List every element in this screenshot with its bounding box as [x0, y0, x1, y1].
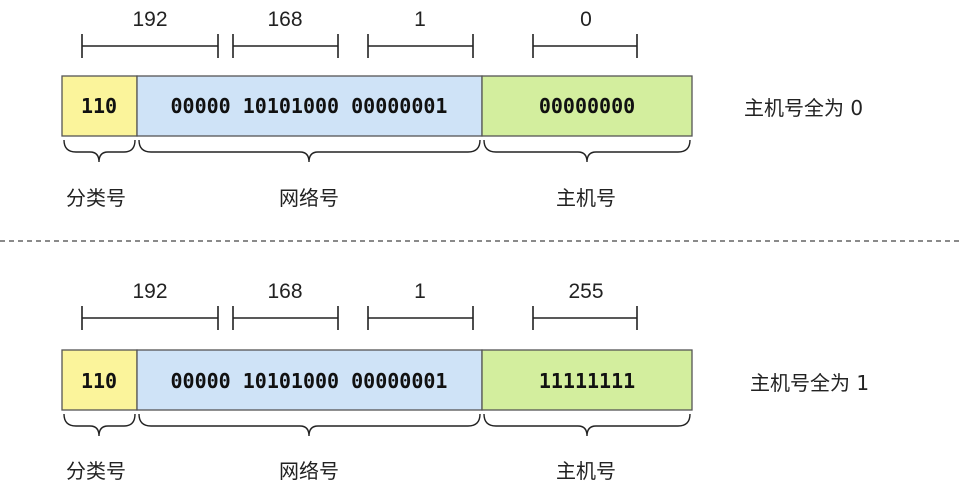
host-bits-cell: [481, 75, 693, 137]
network-bits-cell: [136, 75, 483, 137]
octet-label: 192: [132, 280, 167, 303]
class-bits-cell: [61, 349, 138, 411]
octet-label: 0: [580, 8, 592, 31]
host-bits: 11111111: [539, 369, 635, 393]
host-bits: 00000000: [539, 94, 635, 118]
octet-dimension-1: 1: [367, 280, 474, 330]
network-label: 网络号: [279, 186, 339, 210]
octet-dimension-0: 0: [532, 8, 638, 58]
octet-dimension-168: 168: [232, 280, 339, 330]
octet-dimension-192: 192: [81, 8, 219, 58]
row-description: 主机号全为 0: [744, 96, 863, 120]
class-bits-cell: [61, 75, 138, 137]
network-bits: 00000 10101000 00000001: [171, 94, 448, 118]
host-brace: [483, 139, 691, 163]
octet-label: 192: [132, 8, 167, 31]
octet-dimension-168: 168: [232, 8, 339, 58]
octet-label: 168: [267, 8, 302, 31]
octet-label: 1: [414, 280, 426, 303]
octet-dimension-255: 255: [532, 280, 638, 330]
network-bits: 00000 10101000 00000001: [171, 369, 448, 393]
octet-label: 1: [414, 8, 426, 31]
octet-dimension-192: 192: [81, 280, 219, 330]
network-bits-cell: [136, 349, 483, 411]
host-brace: [483, 413, 691, 437]
host-label: 主机号: [556, 186, 616, 210]
network-brace: [138, 139, 481, 163]
address-row-host-one: 192 168 1 255 110 00000 10101000 0000000…: [61, 280, 869, 483]
class-bits: 110: [81, 94, 117, 118]
class-brace: [63, 413, 136, 437]
octet-dimension-1: 1: [367, 8, 474, 58]
class-bits: 110: [81, 369, 117, 393]
host-label: 主机号: [556, 459, 616, 483]
class-brace: [63, 139, 136, 163]
class-label: 分类号: [66, 186, 126, 210]
network-brace: [138, 413, 481, 437]
network-label: 网络号: [279, 459, 339, 483]
row-description: 主机号全为 1: [750, 371, 869, 395]
address-row-host-zero: 192 168 1 0 110 00000 10101000 00000001 …: [61, 8, 863, 210]
class-label: 分类号: [66, 459, 126, 483]
octet-label: 255: [568, 280, 603, 303]
host-bits-cell: [481, 349, 693, 411]
octet-label: 168: [267, 280, 302, 303]
